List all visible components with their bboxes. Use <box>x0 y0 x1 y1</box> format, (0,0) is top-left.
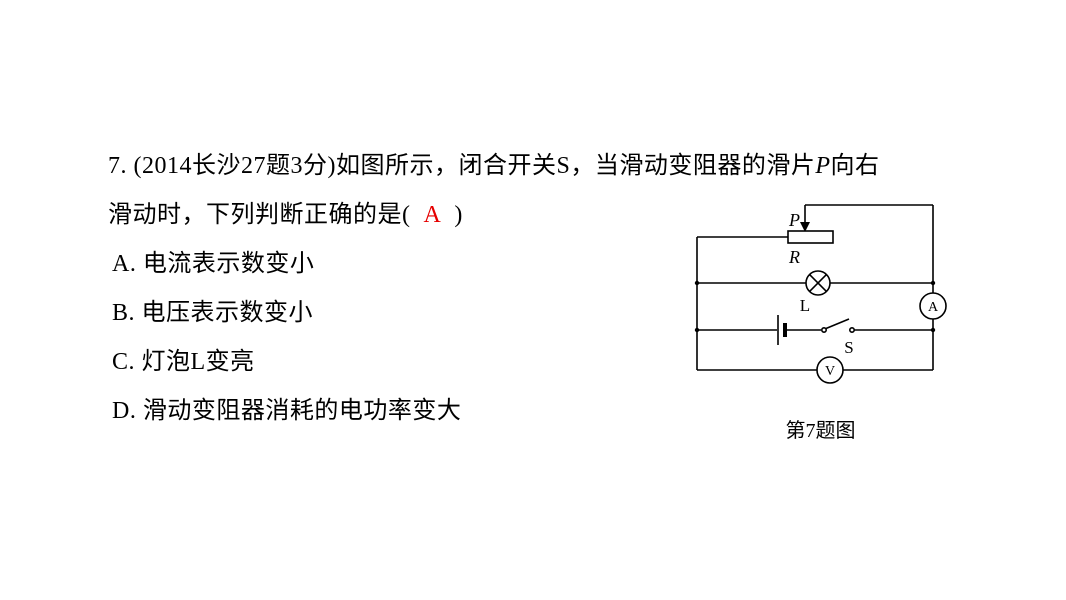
option-text: 滑动变阻器消耗的电功率变大 <box>142 398 462 424</box>
answer-text: A <box>423 202 442 228</box>
slider-label: P <box>788 210 800 230</box>
question-stem-line-1: 7. (2014长沙27题3分)如图所示，闭合开关S，当滑动变阻器的滑片P向右 <box>108 150 880 182</box>
circuit-diagram: P R L A S V <box>694 204 947 384</box>
variable-p: P <box>815 153 831 179</box>
switch-blade-icon <box>825 318 850 330</box>
ammeter-icon <box>919 292 947 320</box>
stem-text-close-paren: ) <box>454 202 463 228</box>
slider-arrow-icon <box>800 222 810 232</box>
option-b: B. 电压表示数变小 <box>112 297 313 329</box>
lamp-cross-2 <box>809 274 827 292</box>
question-stem-line-2: 滑动时，下列判断正确的是( A) <box>108 199 463 231</box>
option-label: C. <box>112 349 136 375</box>
stem-text-continued: 向右 <box>830 153 880 179</box>
junction-dot <box>930 327 936 333</box>
option-d: D. 滑动变阻器消耗的电功率变大 <box>112 395 461 427</box>
junction-dot <box>694 280 700 286</box>
option-a: A. 电流表示数变小 <box>112 248 314 280</box>
switch-pivot-icon <box>821 327 828 334</box>
figure-caption: 第7题图 <box>785 420 856 442</box>
switch-contact-icon <box>849 327 856 334</box>
option-text: 灯泡L变亮 <box>141 349 255 375</box>
stem-text: 滑动时，下列判断正确的是( <box>108 202 411 228</box>
option-text: 电压表示数变小 <box>141 300 314 326</box>
option-label: A. <box>112 251 137 277</box>
voltmeter-icon <box>816 356 844 384</box>
voltmeter-letter: V <box>825 364 835 379</box>
option-label: D. <box>112 398 137 424</box>
junction-dot <box>694 327 700 333</box>
rheostat-label: R <box>788 247 800 267</box>
lamp-label: L <box>800 296 810 315</box>
option-label: B. <box>112 300 136 326</box>
junction-dot <box>930 280 936 286</box>
ammeter-letter: A <box>928 300 939 315</box>
option-text: 电流表示数变小 <box>142 251 315 277</box>
stem-text: 7. (2014长沙27题3分)如图所示，闭合开关S，当滑动变阻器的滑片 <box>108 153 816 179</box>
switch-label: S <box>844 338 853 357</box>
option-c: C. 灯泡L变亮 <box>112 346 255 378</box>
rheostat-body-icon <box>787 230 834 244</box>
